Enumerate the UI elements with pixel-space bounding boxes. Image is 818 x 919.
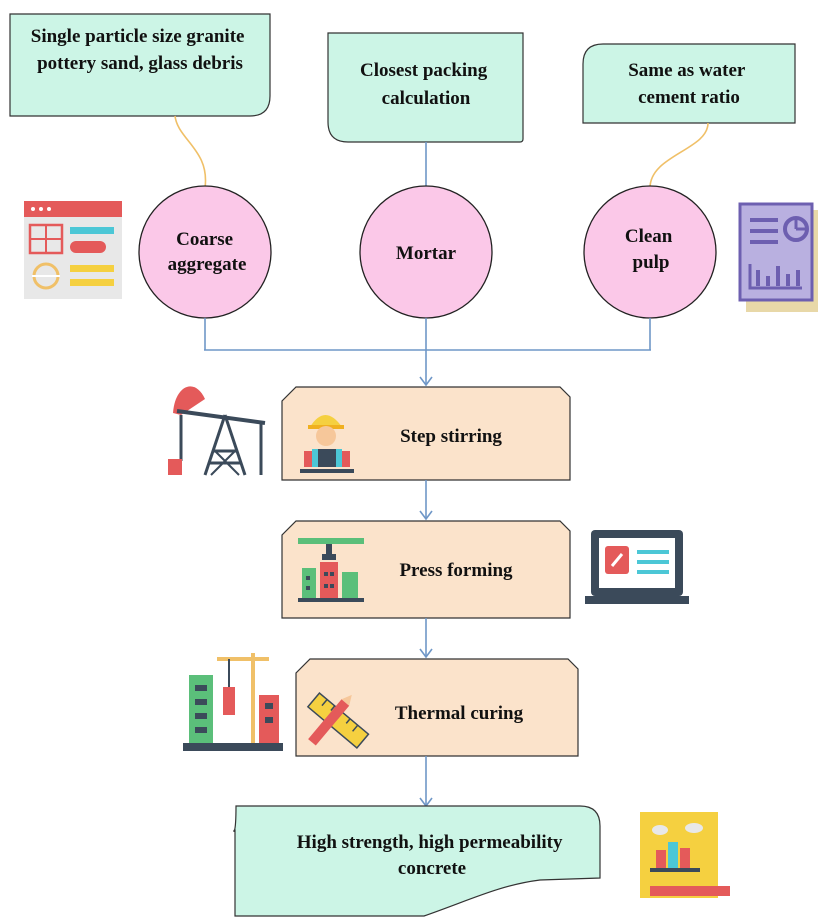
- note-line: Single particle size granite: [31, 26, 245, 47]
- circle-coarse-aggregate: Coarse aggregate: [138, 185, 272, 319]
- note-line: Closest packing: [360, 60, 488, 81]
- ruler-pencil-icon: [306, 691, 370, 750]
- worker-icon: [300, 415, 354, 473]
- merge-connector: [204, 318, 651, 387]
- note-mortar: Closest packing calculation: [327, 32, 524, 143]
- curve-connector: [174, 115, 207, 189]
- note-clean-pulp: Same as water cement ratio: [582, 43, 796, 124]
- curve-connector: [649, 122, 709, 189]
- step-label: Thermal curing: [395, 703, 524, 724]
- circle-clean-pulp: Clean pulp: [583, 185, 717, 319]
- svg-text:High strength, high permeabili: High strength, high permeability concret…: [297, 832, 567, 879]
- report-chart-icon: [738, 202, 818, 312]
- oil-pump-icon: [168, 386, 266, 476]
- laptop-icon: [585, 530, 689, 604]
- result-line: concrete: [398, 858, 466, 879]
- process-step-stirring: Step stirring: [281, 386, 571, 481]
- scroll-city-icon: [640, 812, 730, 898]
- result-line: High strength, high permeability: [297, 832, 563, 853]
- step-label: Step stirring: [400, 426, 502, 447]
- svg-text:Closest packing calculat: Closest packing calculation: [360, 60, 492, 109]
- note-line: calculation: [382, 88, 471, 109]
- svg-text:Same as water cement rat: Same as water cement ratio: [628, 60, 750, 108]
- svg-text:Clean pulp: Clean pulp: [625, 226, 677, 273]
- result-document: High strength, high permeability concret…: [233, 805, 601, 917]
- construction-site-icon: [183, 653, 283, 751]
- svg-text:Mortar: Mortar: [396, 243, 457, 264]
- step-label: Press forming: [399, 560, 513, 581]
- circle-line: Mortar: [396, 243, 457, 264]
- circle-line: aggregate: [168, 254, 247, 275]
- circle-line: Coarse: [176, 229, 233, 250]
- note-line: Same as water: [628, 60, 746, 81]
- circle-mortar: Mortar: [359, 185, 493, 319]
- svg-text:Single particle size granite: Single particle size granite pottery san…: [31, 26, 249, 74]
- circle-line: Clean: [625, 226, 673, 247]
- circle-line: pulp: [633, 252, 670, 273]
- svg-text:Coarse aggregate: Coarse aggregate: [168, 229, 247, 275]
- note-line: cement ratio: [638, 87, 740, 108]
- dashboard-window-icon: [24, 201, 122, 299]
- note-coarse-aggregate: Single particle size granite pottery san…: [9, 13, 271, 117]
- factory-crane-icon: [298, 538, 364, 602]
- note-line: pottery sand, glass debris: [37, 53, 243, 74]
